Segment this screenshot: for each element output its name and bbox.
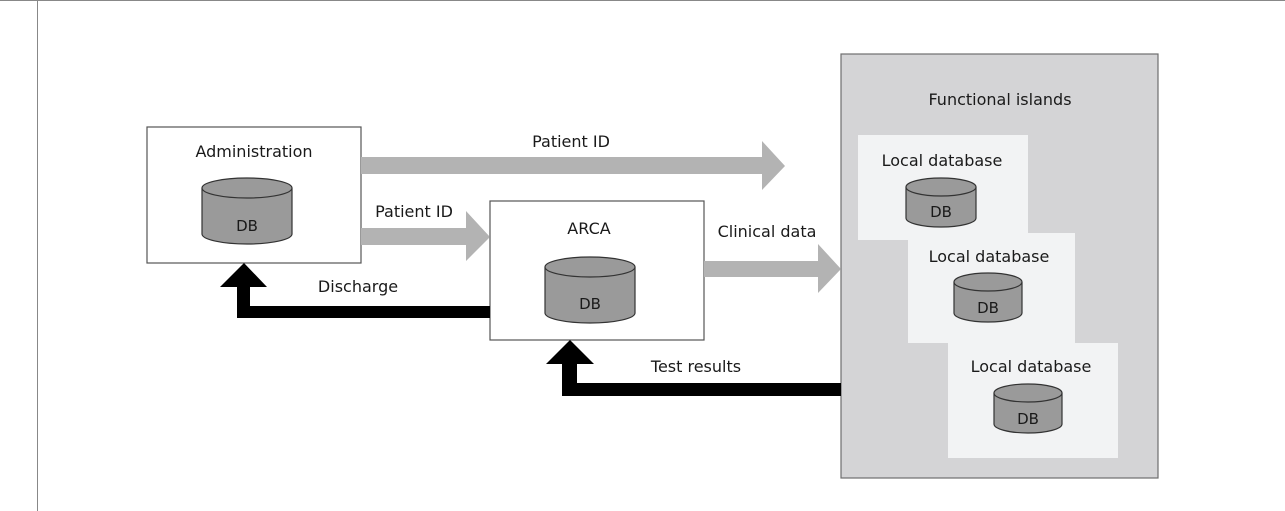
- local-database-3-db-label: DB: [1017, 410, 1039, 428]
- patient-id-arca-arrow: [361, 211, 490, 261]
- test-results-label: Test results: [650, 357, 741, 376]
- arca-db-label: DB: [579, 295, 601, 313]
- administration-db-label: DB: [236, 217, 258, 235]
- discharge-label: Discharge: [318, 277, 398, 296]
- patient-id-top-arrow: [361, 141, 785, 190]
- local-database-3-title: Local database: [971, 357, 1092, 376]
- patient-id-top-label: Patient ID: [532, 132, 610, 151]
- patient-id-arca-label: Patient ID: [375, 202, 453, 221]
- test-results-arrow: [546, 340, 841, 396]
- local-database-2-db-icon: [953, 272, 1023, 323]
- clinical-data-label: Clinical data: [718, 222, 817, 241]
- local-database-2-db-label: DB: [977, 299, 999, 317]
- local-database-1-db-icon: [905, 177, 977, 228]
- local-database-1-title: Local database: [882, 151, 1003, 170]
- arca-db-icon: [544, 256, 636, 324]
- functional-islands-title: Functional islands: [928, 90, 1071, 109]
- administration-title: Administration: [195, 142, 312, 161]
- administration-db-icon: [201, 177, 293, 245]
- local-database-3-db-icon: [993, 383, 1063, 434]
- clinical-data-arrow: [704, 244, 841, 293]
- local-database-1-db-label: DB: [930, 203, 952, 221]
- arca-title: ARCA: [567, 219, 610, 238]
- local-database-2-title: Local database: [929, 247, 1050, 266]
- discharge-arrow: [220, 263, 490, 318]
